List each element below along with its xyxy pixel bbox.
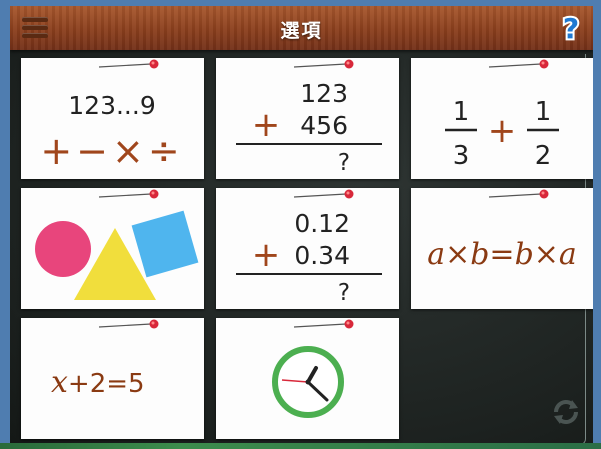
svg-text:x+2=5: x+2=5: [51, 365, 145, 400]
pin-icon: [488, 189, 549, 199]
hamburger-icon[interactable]: [22, 17, 48, 39]
top-number: 123: [300, 79, 348, 108]
result-placeholder: ?: [338, 280, 350, 306]
card-shapes[interactable]: [21, 188, 204, 309]
fraction-a-numerator: 1: [453, 97, 470, 127]
pin-icon: [488, 59, 549, 69]
question-icon[interactable]: ? ?: [555, 10, 587, 47]
card-column-addition[interactable]: 123 + 456 ?: [216, 58, 399, 179]
header-bar: 選項 ? ?: [10, 6, 593, 50]
digits-label: 123...9: [68, 91, 155, 120]
pin-icon: [293, 189, 354, 199]
pin-icon: [98, 59, 159, 69]
bottom-strip: [0, 443, 601, 449]
pin-icon: [293, 319, 354, 329]
card-fractions[interactable]: 1 3 + 1 2: [411, 58, 593, 179]
operators-label: +−×÷: [40, 129, 183, 173]
fraction-a-denominator: 3: [453, 141, 470, 171]
refresh-icon[interactable]: [548, 394, 584, 430]
equation-rest: +2=5: [68, 369, 145, 399]
result-placeholder: ?: [338, 150, 350, 176]
top-number: 0.12: [294, 209, 350, 238]
clock-icon: [272, 346, 344, 418]
square-shape: [131, 210, 199, 278]
bottom-number: 456: [300, 111, 348, 140]
fraction-plus: +: [488, 111, 517, 151]
card-equation[interactable]: x+2=5: [21, 318, 204, 439]
plus-sign: +: [252, 235, 281, 275]
shapes-icon: [35, 210, 199, 300]
card-arithmetic[interactable]: 123...9 +−×÷: [21, 58, 204, 179]
plus-sign: +: [252, 105, 281, 145]
bottom-number: 0.34: [294, 241, 350, 270]
card-commutative[interactable]: a×b=b×a: [411, 188, 593, 309]
commutative-formula: a×b=b×a: [427, 237, 577, 272]
pin-icon: [98, 189, 159, 199]
fraction-b-numerator: 1: [535, 97, 552, 127]
fraction-b-denominator: 2: [535, 141, 552, 171]
triangle-shape: [74, 228, 156, 300]
app-screen: 選項 ? ? 123...9 +−×÷ 123 + 456: [10, 6, 593, 443]
svg-text:?: ?: [563, 12, 579, 44]
pin-icon: [98, 319, 159, 329]
page-title: 選項: [280, 20, 323, 42]
pin-icon: [293, 59, 354, 69]
svg-text:?: ?: [563, 12, 579, 44]
circle-shape: [35, 221, 91, 277]
card-clock[interactable]: [216, 318, 399, 439]
equation-variable: x: [51, 365, 68, 400]
card-decimal-addition[interactable]: 0.12 + 0.34 ?: [216, 188, 399, 309]
